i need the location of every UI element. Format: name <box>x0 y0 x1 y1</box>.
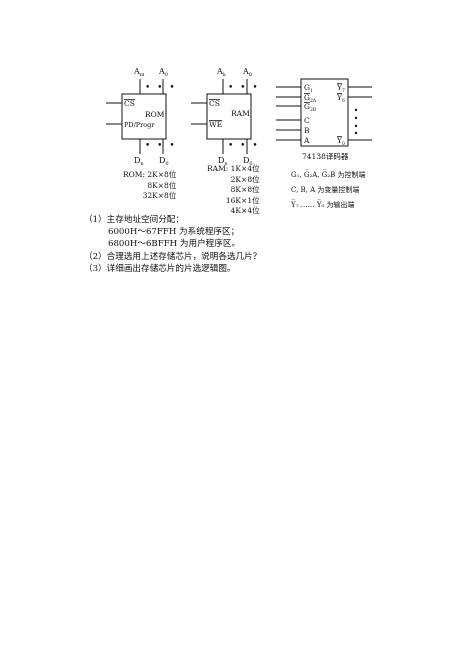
question-3: （3）详细画出存储芯片的片选逻辑图。 <box>84 263 236 274</box>
user-program-area: 6800H～6BFFH 为用户程序区。 <box>108 239 241 250</box>
decoder-74138: G1 G2A G2B C B A Y7 Y6 Y0 74138译码器 <box>276 78 372 161</box>
decoder-caption: 74138译码器 <box>302 152 349 161</box>
decoder-pin-g1: G1 <box>304 83 313 94</box>
decoder-pin-c: C <box>304 116 310 125</box>
rom-options: ROM: 2K×8位 8K×8位 32K×8位 <box>123 170 176 202</box>
decoder-note-control: G₁, G̅₂A, G̅₂B 为控制端 <box>291 171 366 179</box>
rom-option: ROM: 2K×8位 <box>123 170 177 179</box>
ram-options: RAM: 1K×4位 2K×8位 8K×8位 16K×1位 4K×4位 <box>207 164 260 217</box>
decoder-note-output: Y̅₇ …… Y̅₀ 为输出端 <box>291 201 355 209</box>
question-1: （1）主存地址空间分配： <box>84 215 184 225</box>
ram-address-dots: • • • <box>228 83 260 93</box>
rom-option: 32K×8位 <box>142 191 177 200</box>
system-program-area: 6000H～67FFH 为系统程序区； <box>108 227 240 238</box>
ram-we-pin: WE <box>209 120 222 129</box>
decoder-pin-b: B <box>304 126 310 135</box>
ram-chip: • • • Ak A0 CS RAM WE • • • Dn D0 <box>191 67 260 167</box>
ram-option: RAM: 1K×4位 <box>207 164 260 173</box>
rom-cs-pin: CS <box>124 99 135 108</box>
decoder-body <box>300 78 349 147</box>
ram-data-high-label: Dn <box>218 156 228 167</box>
rom-data-high-label: Dn <box>134 156 144 167</box>
decoder-pin-y6: Y6 <box>336 93 345 104</box>
ram-chip-body <box>206 93 252 140</box>
decoder-output-dot <box>354 131 358 135</box>
ram-cs-pin: CS <box>209 99 220 108</box>
decoder-pin-g2b: G2B <box>304 102 317 113</box>
decoder-pin-y0: Y0 <box>336 136 345 147</box>
rom-data-low-label: D0 <box>159 156 169 167</box>
rom-pd-progr-pin: PD/Progr <box>124 121 155 129</box>
decoder-note-variable: C, B, A 为变量控制端 <box>291 186 360 194</box>
rom-address-dots: • • • <box>145 83 177 93</box>
rom-chip-body <box>121 93 167 140</box>
decoder-notes: G₁, G̅₂A, G̅₂B 为控制端 C, B, A 为变量控制端 Y̅₇ …… <box>291 168 366 213</box>
rom-address-low-label: A0 <box>158 67 168 78</box>
decoder-pin-a: A <box>303 136 310 145</box>
ram-option: 4K×4位 <box>230 206 260 215</box>
ram-option: 2K×8位 <box>230 174 260 184</box>
rom-chip-name: ROM <box>145 110 165 119</box>
ram-address-low-label: A0 <box>242 67 252 78</box>
decoder-output-dot <box>354 116 358 120</box>
question-block: （1）主存地址空间分配： 6000H～67FFH 为系统程序区； 6800H～6… <box>84 214 261 275</box>
ram-data-low-label: D0 <box>243 156 253 167</box>
ram-option: 16K×1位 <box>225 195 260 205</box>
rom-address-high-label: Am <box>133 67 145 78</box>
decoder-pin-g2a: G2A <box>304 93 317 104</box>
decoder-output-dot <box>354 124 358 128</box>
rom-chip: • • • Am A0 CS ROM PD/Progr • • • Dn D0 <box>106 67 177 167</box>
decoder-output-dot <box>354 108 358 112</box>
ram-data-dots: • • • <box>228 141 260 151</box>
ram-address-high-label: Ak <box>216 67 227 78</box>
chip-diagrams: • • • Am A0 CS ROM PD/Progr • • • Dn D0 … <box>106 67 372 167</box>
ram-option: 8K×8位 <box>230 185 260 194</box>
ram-chip-name: RAM <box>231 109 250 118</box>
question-2: （2）合理选用上述存储芯片，说明各选几片？ <box>84 251 262 262</box>
decoder-pin-y7: Y7 <box>336 83 345 94</box>
rom-option: 8K×8位 <box>147 180 177 190</box>
rom-data-dots: • • • <box>145 141 177 151</box>
